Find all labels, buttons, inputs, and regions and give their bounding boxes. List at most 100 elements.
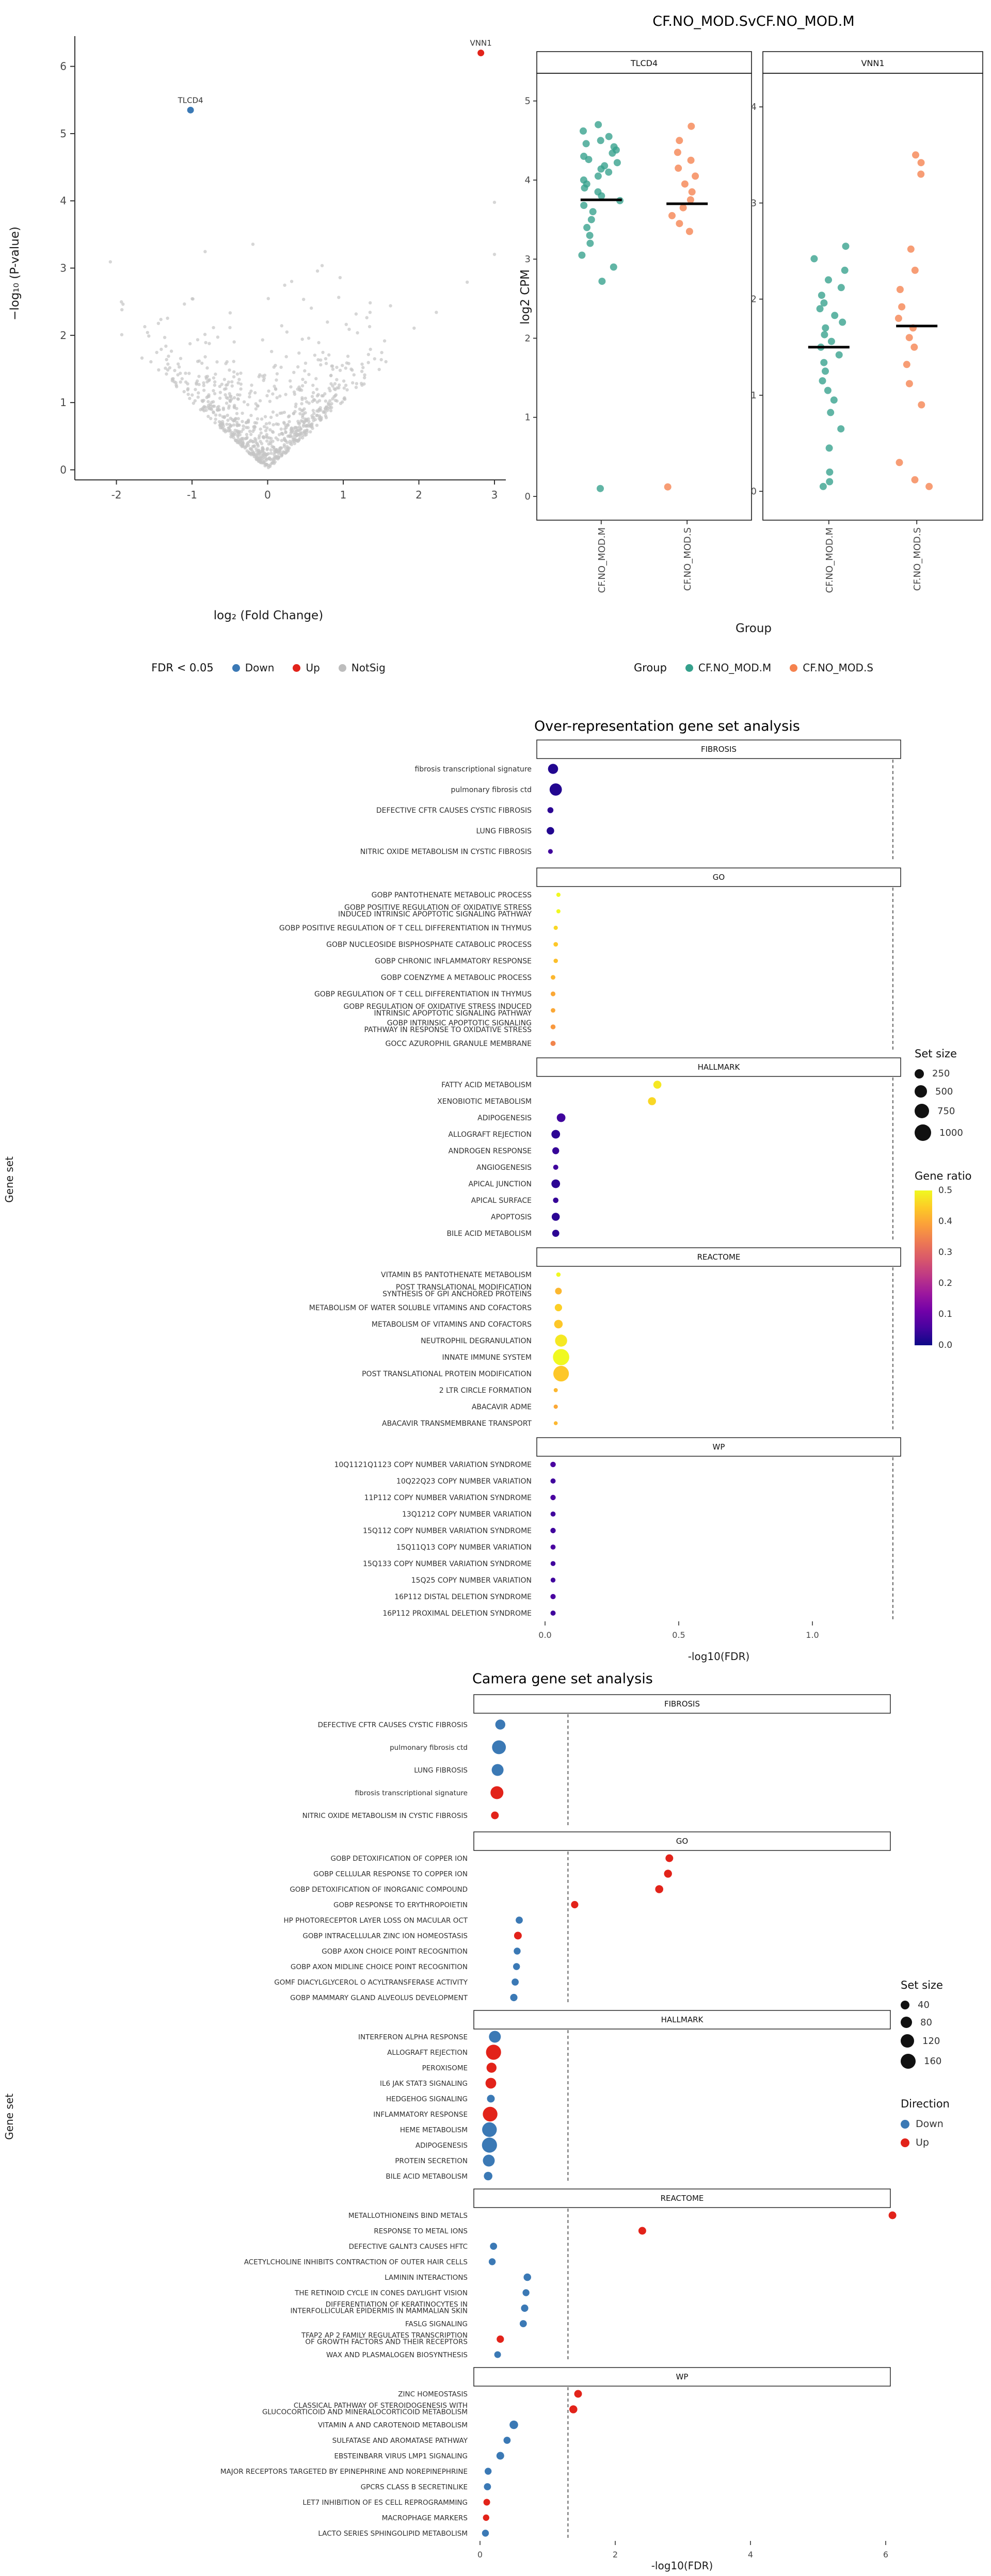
gene-set-label: FATTY ACID METABOLISM bbox=[441, 1081, 532, 1089]
gene-set-dot bbox=[497, 2335, 504, 2343]
gene-set-label: WAX AND PLASMALOGEN BIOSYNTHESIS bbox=[326, 2351, 468, 2359]
gene-set-label: GOBP REGULATION OF OXIDATIVE STRESS INDU… bbox=[344, 1003, 532, 1018]
gene-set-dot bbox=[551, 1213, 560, 1221]
svg-text:0: 0 bbox=[525, 491, 531, 502]
svg-text:5: 5 bbox=[60, 127, 67, 140]
gene-label: TLCD4 bbox=[178, 95, 203, 105]
facet-panel-border bbox=[762, 73, 983, 521]
jitter-points-CF.NO_MOD.S bbox=[894, 151, 933, 490]
svg-text:0: 0 bbox=[60, 463, 67, 476]
gene-set-dot bbox=[550, 1024, 556, 1029]
gene-set-dot bbox=[487, 2095, 495, 2103]
gene-set-dot bbox=[494, 2351, 501, 2358]
gene-set-label: GOBP AXON MIDLINE CHOICE POINT RECOGNITI… bbox=[291, 1963, 468, 1971]
facet-header-label: REACTOME bbox=[661, 2194, 704, 2203]
gene-set-dot bbox=[552, 1147, 560, 1154]
gene-set-label: 11P112 COPY NUMBER VARIATION SYNDROME bbox=[364, 1494, 532, 1502]
gene-set-label: GOBP PANTOTHENATE METABOLIC PROCESS bbox=[372, 891, 532, 899]
gene-set-dot bbox=[522, 2289, 530, 2296]
gene-set-label: BILE ACID METABOLISM bbox=[386, 2172, 468, 2181]
gene-set-label: GOBP RESPONSE TO ERYTHROPOIETIN bbox=[333, 1901, 468, 1909]
gene-set-label: HEME METABOLISM bbox=[400, 2126, 468, 2134]
gene-set-dot bbox=[553, 1197, 558, 1203]
svg-text:6: 6 bbox=[60, 60, 67, 73]
group-legend-title: Group bbox=[633, 662, 667, 674]
gene-set-label: METALLOTHIONEINS BIND METALS bbox=[348, 2212, 468, 2220]
gene-set-dot bbox=[482, 2137, 497, 2153]
jitter-points-CF.NO_MOD.S bbox=[664, 122, 699, 491]
group-tick-label: CF.NO_MOD.M bbox=[597, 527, 608, 593]
gene-set-dot bbox=[483, 2499, 490, 2506]
set-size-legend-item: 80 bbox=[901, 2017, 988, 2028]
set-size-legend-item: 40 bbox=[901, 2000, 988, 2010]
gene-set-dot bbox=[556, 909, 561, 913]
direction-down-dot-icon bbox=[901, 2119, 909, 2129]
svg-text:2: 2 bbox=[415, 489, 422, 501]
facet-header bbox=[536, 1057, 901, 1077]
legend-label-group-m: CF.NO_MOD.M bbox=[698, 662, 772, 674]
gene-set-dot bbox=[547, 807, 554, 813]
set-size-value: 120 bbox=[922, 2035, 940, 2047]
gene-set-label: NITRIC OXIDE METABOLISM IN CYSTIC FIBROS… bbox=[360, 848, 532, 856]
gene-set-label: INNATE IMMUNE SYSTEM bbox=[442, 1354, 532, 1362]
gene-set-label: INFLAMMATORY RESPONSE bbox=[373, 2111, 468, 2119]
gene-set-dot bbox=[550, 1478, 556, 1484]
svg-text:3: 3 bbox=[525, 254, 531, 265]
set-size-value: 40 bbox=[918, 2000, 930, 2010]
facet-header bbox=[473, 1694, 891, 1714]
direction-legend-title: Direction bbox=[901, 2098, 950, 2110]
strip-x-axis-title: Group bbox=[735, 622, 772, 635]
gene-ratio-gradient bbox=[915, 1190, 932, 1345]
gene-set-label: 15Q133 COPY NUMBER VARIATION SYNDROME bbox=[363, 1560, 532, 1568]
gene-set-label: METABOLISM OF VITAMINS AND COFACTORS bbox=[372, 1321, 532, 1329]
set-size-value: 500 bbox=[935, 1086, 953, 1097]
facet-header bbox=[473, 1831, 891, 1851]
gene-set-label: GOCC AZUROPHIL GRANULE MEMBRANE bbox=[386, 1040, 532, 1048]
gene-set-dot bbox=[638, 2227, 646, 2235]
gene-set-dot bbox=[484, 2171, 492, 2181]
facet-header bbox=[473, 2188, 891, 2208]
gene-set-dot bbox=[509, 2420, 518, 2429]
gene-set-dot bbox=[553, 942, 558, 947]
svg-text:3: 3 bbox=[60, 262, 67, 275]
gene-set-dot bbox=[550, 991, 556, 996]
facet-header bbox=[473, 2010, 891, 2030]
gene-set-dot bbox=[571, 1901, 579, 1909]
gene-set-label: ZINC HOMEOSTASIS bbox=[398, 2390, 468, 2398]
gene-set-label: RESPONSE TO METAL IONS bbox=[374, 2227, 468, 2235]
gene-set-dot bbox=[653, 1081, 662, 1089]
set-size-dot-icon bbox=[901, 2001, 909, 2009]
gene-set-label: ADIPOGENESIS bbox=[477, 1114, 532, 1122]
gene-set-label: DEFECTIVE CFTR CAUSES CYSTIC FIBROSIS bbox=[376, 807, 532, 815]
facet-panel-border bbox=[536, 73, 752, 521]
gene-set-label: 13Q1212 COPY NUMBER VARIATION bbox=[402, 1510, 532, 1519]
sig-gene-point bbox=[477, 50, 485, 57]
gene-set-label: MACROPHAGE MARKERS bbox=[382, 2514, 468, 2522]
gene-set-label: ALLOGRAFT REJECTION bbox=[448, 1131, 532, 1139]
ora-x-axis-title: -log10(FDR) bbox=[688, 1650, 750, 1663]
gene-ratio-tick: 0.2 bbox=[938, 1278, 953, 1289]
gene-set-dot bbox=[514, 1947, 521, 1955]
gene-set-label: HP PHOTORECEPTOR LAYER LOSS ON MACULAR O… bbox=[284, 1917, 468, 1925]
gene-set-dot bbox=[648, 1097, 656, 1105]
set-size-dot-icon bbox=[901, 2054, 916, 2069]
gene-set-label: LUNG FIBROSIS bbox=[476, 827, 532, 835]
gene-set-dot bbox=[550, 1593, 556, 1600]
facet-header-label: HALLMARK bbox=[698, 1062, 741, 1072]
gene-set-label: IL6 JAK STAT3 SIGNALING bbox=[380, 2080, 468, 2088]
gene-set-label: 16P112 PROXIMAL DELETION SYNDROME bbox=[382, 1609, 532, 1618]
gene-set-label: METABOLISM OF WATER SOLUBLE VITAMINS AND… bbox=[309, 1304, 532, 1312]
jitter-points-CF.NO_MOD.M bbox=[810, 243, 850, 490]
sig-gene-point bbox=[187, 106, 194, 114]
gene-set-dot bbox=[555, 1287, 562, 1295]
gene-set-label: PROTEIN SECRETION bbox=[395, 2157, 468, 2165]
gene-set-dot bbox=[553, 1388, 558, 1392]
camera-set-size-legend-title: Set size bbox=[901, 1979, 943, 1991]
